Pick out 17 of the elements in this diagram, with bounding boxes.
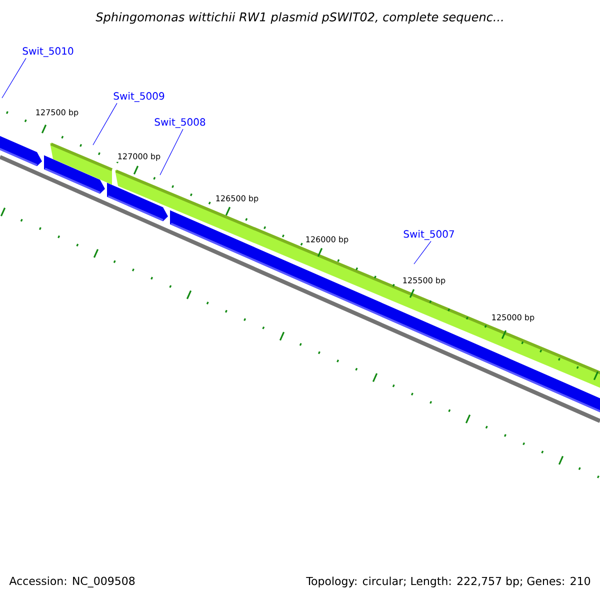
summary-text: Topology: circular; Length: 222,757 bp; Genes: 210 xyxy=(306,576,590,588)
tick-label: 127500 bp xyxy=(34,108,80,118)
gene-label: Swit_5009 xyxy=(114,92,164,102)
gene-label: Swit_5008 xyxy=(154,118,206,128)
accession-text: Accession: NC_009508 xyxy=(9,576,135,588)
leader-line xyxy=(160,128,184,176)
gene-label: Swit_5007 xyxy=(404,230,454,240)
title: Sphingomonas wittichii RW1 plasmid pSWIT02, complete sequenc... xyxy=(96,12,503,24)
tick-label: 126500 bp xyxy=(214,194,260,204)
gene-label: Swit_5010 xyxy=(22,47,74,57)
leader-line xyxy=(2,58,26,98)
tick-label: 127000 bp xyxy=(116,152,162,162)
leader-line xyxy=(92,102,118,146)
tick-label: 126000 bp xyxy=(304,235,350,245)
leader-line xyxy=(414,240,432,264)
tick-label: 125500 bp xyxy=(401,276,447,286)
tick-label: 125000 bp xyxy=(490,313,536,323)
